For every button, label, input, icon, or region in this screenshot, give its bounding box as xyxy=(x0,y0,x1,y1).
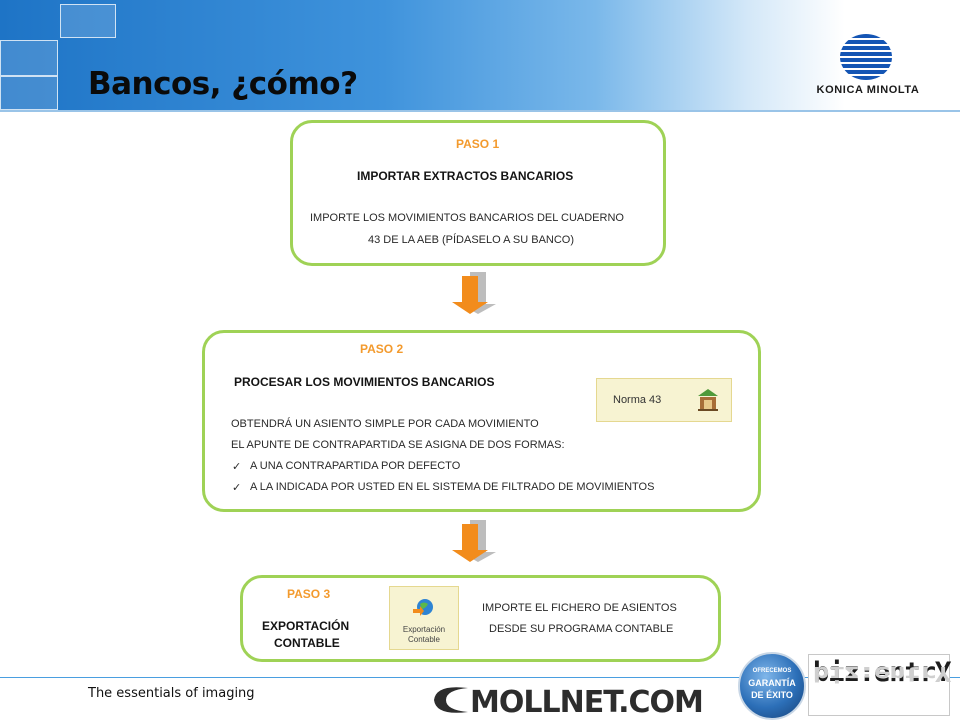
step-3-heading-line-1: EXPORTACIÓN xyxy=(262,619,350,633)
decor-square xyxy=(0,40,58,76)
bank-building-icon xyxy=(698,389,718,411)
norma-43-button[interactable]: Norma 43 xyxy=(596,378,732,422)
step-2-check-2: A LA INDICADA POR USTED EN EL SISTEMA DE… xyxy=(250,481,655,493)
footer-divider xyxy=(0,677,960,678)
step-3-line-2: DESDE SU PROGRAMA CONTABLE xyxy=(489,623,674,635)
badge-line-2: GARANTÍA xyxy=(748,678,796,688)
globe-export-icon xyxy=(413,599,433,616)
mollnet-swoosh-icon xyxy=(434,687,468,713)
step-3-label: PASO 3 xyxy=(287,587,331,601)
step-3-box xyxy=(240,575,721,662)
down-arrow-icon xyxy=(452,520,496,562)
step-3-heading-line-2: CONTABLE xyxy=(274,636,340,650)
brand-logo-text: KONICA MINOLTA xyxy=(816,84,920,96)
decor-square xyxy=(0,76,58,110)
checkmark-icon: ✓ xyxy=(232,482,242,494)
step-2-heading: PROCESAR LOS MOVIMIENTOS BANCARIOS xyxy=(234,375,495,389)
page-title: Bancos, ¿cómo? xyxy=(88,66,358,102)
badge-line-1: OFRECEMOS xyxy=(752,668,792,674)
bizentry-logo: biz:entrY biz:entrY xyxy=(808,654,951,716)
norma-43-label: Norma 43 xyxy=(613,394,662,406)
exportacion-contable-label: Exportación Contable xyxy=(390,625,458,645)
step-1-label: PASO 1 xyxy=(456,137,500,151)
step-1-line-1: IMPORTE LOS MOVIMIENTOS BANCARIOS DEL CU… xyxy=(310,212,624,224)
guarantee-badge: OFRECEMOS GARANTÍA DE ÉXITO xyxy=(738,652,806,720)
step-2-label: PASO 2 xyxy=(360,342,404,356)
badge-line-3: DE ÉXITO xyxy=(751,690,793,700)
mollnet-logo: MOLLNET.COM xyxy=(428,680,704,720)
mollnet-logo-text: MOLLNET.COM xyxy=(470,685,704,720)
export-label-line-2: Contable xyxy=(407,635,441,644)
export-label-line-1: Exportación xyxy=(402,625,446,634)
step-1-line-2: 43 DE LA AEB (PÍDASELO A SU BANCO) xyxy=(368,234,575,246)
footer-tagline: The essentials of imaging xyxy=(88,686,255,701)
step-2-line-2: EL APUNTE DE CONTRAPARTIDA SE ASIGNA DE … xyxy=(231,439,565,451)
step-3-line-1: IMPORTE EL FICHERO DE ASIENTOS xyxy=(482,602,677,614)
down-arrow-icon xyxy=(452,272,496,314)
step-1-box xyxy=(290,120,666,266)
exportacion-contable-button[interactable]: Exportación Contable xyxy=(389,586,459,650)
decor-square xyxy=(60,4,116,38)
step-2-check-1: A UNA CONTRAPARTIDA POR DEFECTO xyxy=(250,460,461,472)
bizentry-logo-reflection: biz:entrY xyxy=(813,661,951,685)
step-2-line-1: OBTENDRÁ UN ASIENTO SIMPLE POR CADA MOVI… xyxy=(231,418,539,430)
checkmark-icon: ✓ xyxy=(232,461,242,473)
bizentry-logo-text: biz:entrY xyxy=(813,657,951,688)
header-divider xyxy=(0,110,960,112)
header-banner xyxy=(0,0,960,112)
konica-minolta-logo-icon xyxy=(840,34,892,80)
step-1-heading: IMPORTAR EXTRACTOS BANCARIOS xyxy=(357,169,574,183)
